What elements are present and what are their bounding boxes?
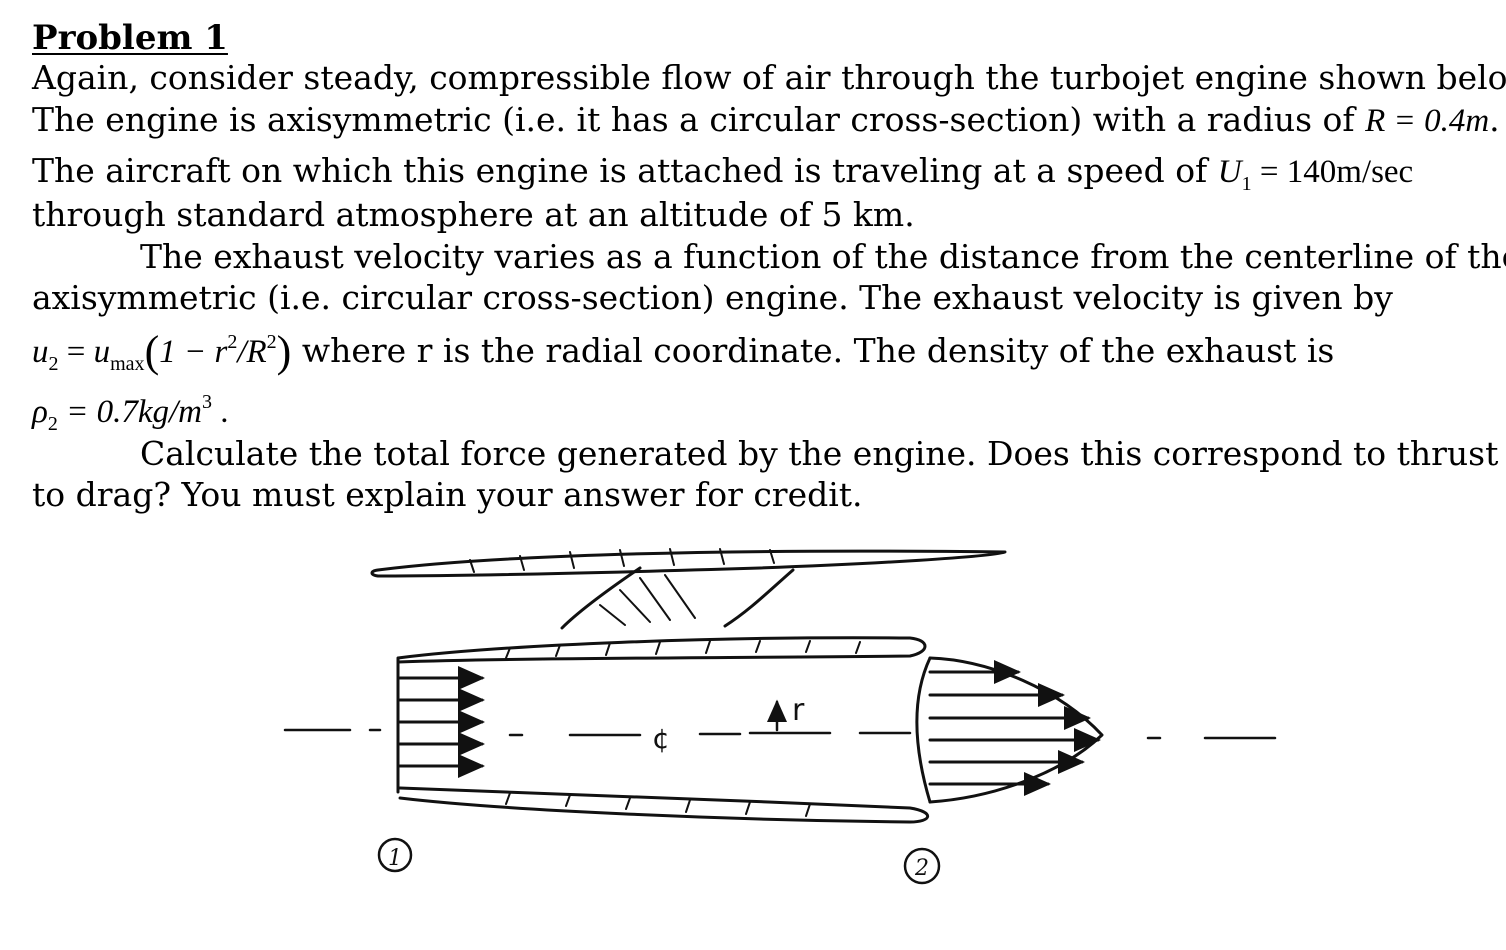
text-line-4: through standard atmosphere at an altitu… <box>32 195 915 234</box>
text-line-1: Again, consider steady, compressible flo… <box>32 58 1506 97</box>
radius-value: R = 0.4m <box>1365 103 1490 139</box>
speed-value: = 140m/sec <box>1251 154 1414 190</box>
density-symbol: ρ <box>32 394 48 430</box>
station-2-marker: 2 <box>903 847 941 885</box>
eq-open-paren: ( <box>144 327 160 376</box>
problem-title: Problem 1 <box>32 18 228 58</box>
eq-equals: = <box>58 334 94 370</box>
pylon <box>560 566 795 630</box>
station-2-label: 2 <box>914 856 929 881</box>
density-exponent: 3 <box>202 391 213 413</box>
eq-description: where r is the radial coordinate. The de… <box>291 331 1335 370</box>
text-line-5: The exhaust velocity varies as a functio… <box>140 237 1506 276</box>
text-line-3: The aircraft on which this engine is att… <box>32 154 1413 194</box>
velocity-equation-line: u2 = umax(1 − r2/R2) where r is the radi… <box>32 327 1335 376</box>
centerline-label: ¢ <box>652 722 670 755</box>
exit-plane <box>915 656 932 804</box>
eq-inner: 1 − r <box>159 334 228 370</box>
text-line-2-suffix: . <box>1489 100 1500 139</box>
inlet-velocity-arrows <box>398 666 485 778</box>
eq-sup2: 2 <box>266 331 277 353</box>
eq-close-paren: ) <box>276 327 292 376</box>
engine-casing-upper <box>396 636 927 664</box>
density-subscript: 2 <box>47 413 58 435</box>
eq-umax-sub: max <box>110 353 145 375</box>
density-end: . <box>212 394 229 430</box>
text-line-10: to drag? You must explain your answer fo… <box>32 475 863 514</box>
station-1-marker: 1 <box>377 837 413 873</box>
station-1-label: 1 <box>388 846 402 871</box>
exhaust-velocity-profile <box>928 656 1104 804</box>
text-line-2: The engine is axisymmetric (i.e. it has … <box>32 103 1500 138</box>
turbojet-engine-diagram: r ¢ 1 2 <box>283 548 1277 885</box>
outer-nacelle <box>370 548 1007 578</box>
speed-symbol: U <box>1217 154 1242 190</box>
density-value: = 0.7kg/m <box>57 394 203 430</box>
eq-umax: u <box>93 334 111 370</box>
text-line-6: axisymmetric (i.e. circular cross-sectio… <box>32 278 1393 317</box>
speed-subscript: 1 <box>1241 173 1252 195</box>
text-line-2-prefix: The engine is axisymmetric (i.e. it has … <box>32 100 1355 139</box>
engine-casing-lower <box>398 786 930 824</box>
eq-sup1: 2 <box>227 331 238 353</box>
text-line-9: Calculate the total force generated by t… <box>140 434 1506 473</box>
eq-u: u <box>32 334 49 370</box>
centerline <box>283 728 1277 740</box>
eq-slash-R: /R <box>237 334 267 370</box>
density-equation-line: ρ2 = 0.7kg/m3 . <box>32 392 229 434</box>
text-line-3-prefix: The aircraft on which this engine is att… <box>32 151 1208 190</box>
radial-label: r <box>792 693 805 728</box>
eq-u-sub: 2 <box>48 353 59 375</box>
